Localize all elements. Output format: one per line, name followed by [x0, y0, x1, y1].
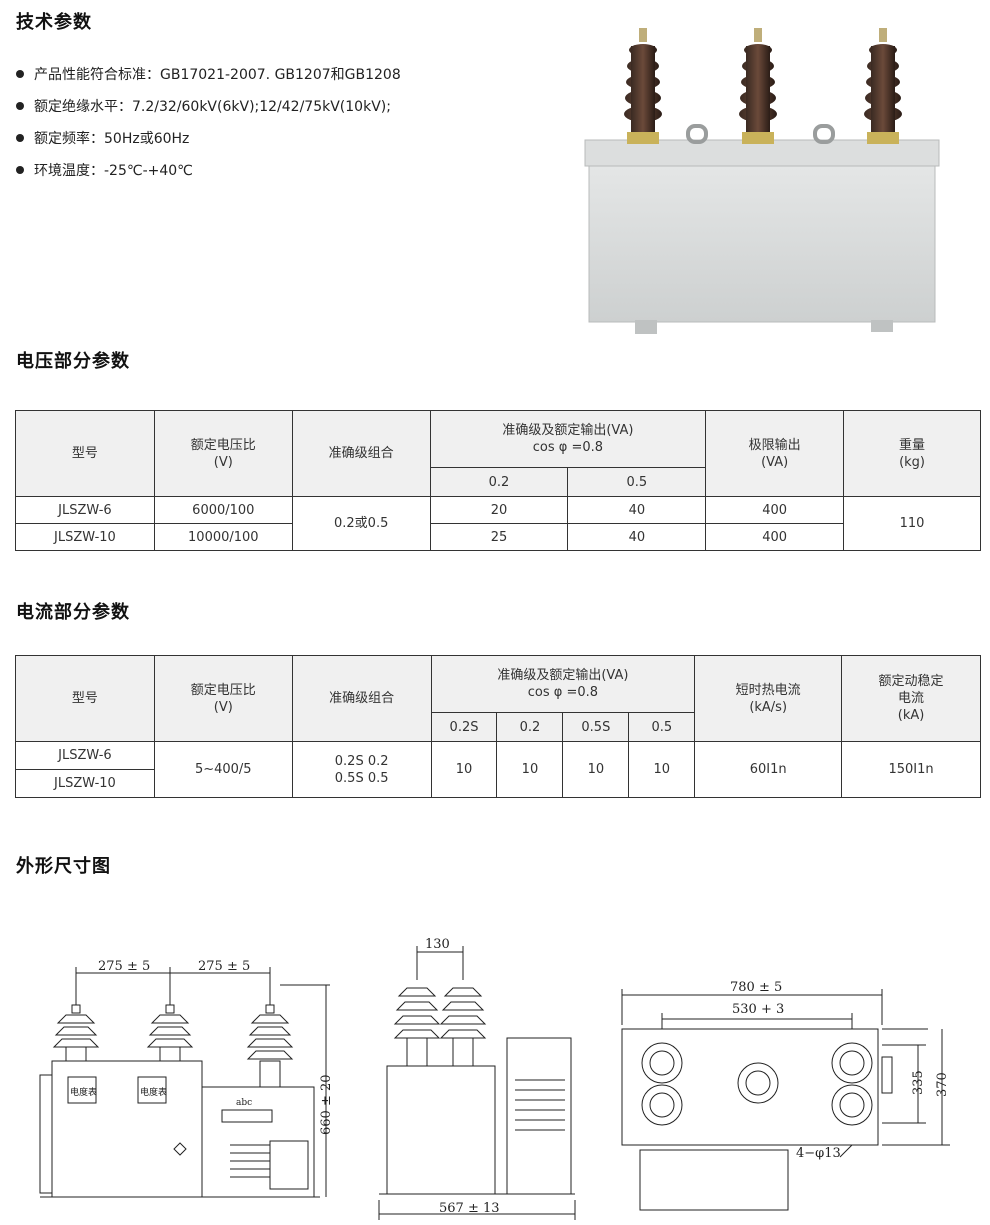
cell-val: 10 — [496, 741, 564, 798]
dim-275-left: 275 ± 5 — [98, 959, 150, 974]
sub-0-2s: 0.2S — [430, 712, 498, 742]
table-row: JLSZW-6 6000/100 0.2或0.5 20 40 400 110 — [15, 496, 981, 551]
tech-list: 产品性能符合标准：GB17021-2007. GB1207和GB1208 额定绝… — [16, 58, 401, 186]
dim-660: 660 ± 20 — [319, 1074, 334, 1135]
cell-model: JLSZW-6 — [15, 741, 155, 770]
cell-val: 10 — [628, 741, 696, 798]
cell-class: 0.2或0.5 — [291, 496, 431, 551]
col-dynamic-current: 额定动稳定电流(kA) — [841, 655, 981, 742]
cell-model: JLSZW-10 — [15, 523, 155, 551]
cell-model: JLSZW-10 — [15, 769, 155, 798]
col-limit: 极限输出(VA) — [705, 410, 845, 497]
sub-0-5s: 0.5S — [562, 712, 630, 742]
current-table: 型号 额定电压比(V) 准确级组合 准确级及额定输出(VA)cos φ =0.8… — [15, 655, 981, 798]
col-model: 型号 — [15, 655, 155, 742]
dim-780: 780 ± 5 — [730, 980, 782, 995]
product-photo — [584, 28, 940, 334]
col-model: 型号 — [15, 410, 155, 497]
col-class: 准确级组合 — [291, 410, 431, 497]
cell-weight: 110 — [843, 496, 981, 551]
abc-label: abc — [236, 1098, 252, 1108]
meter-label-2: 电度表 — [140, 1086, 167, 1098]
cell-limit: 400 — [705, 496, 845, 524]
sub-0-2: 0.2 — [496, 712, 564, 742]
col-ratio: 额定电压比(V) — [153, 410, 293, 497]
col-weight: 重量(kg) — [843, 410, 981, 497]
voltage-heading: 电压部分参数 — [16, 351, 130, 372]
tech-item: 额定频率：50Hz或60Hz — [16, 122, 401, 154]
cell-dynamic-current: 150I1n — [841, 741, 981, 798]
dim-275-right: 275 ± 5 — [198, 959, 250, 974]
voltage-table: 型号 额定电压比(V) 准确级组合 准确级及额定输出(VA)cos φ =0.8… — [15, 410, 981, 551]
dim-335: 335 — [911, 1070, 926, 1095]
col-ratio: 额定电压比(V) — [153, 655, 293, 742]
dim-530: 530 + 3 — [732, 1002, 784, 1017]
dims-heading: 外形尺寸图 — [16, 856, 111, 877]
col-accuracy: 准确级及额定输出(VA)cos φ =0.8 — [430, 655, 696, 713]
dim-370: 370 — [935, 1072, 950, 1097]
cell-short-current: 60I1n — [694, 741, 843, 798]
side-view-drawing: 130 567 ± 13 — [378, 937, 576, 1220]
cell-val: 10 — [562, 741, 630, 798]
tech-item: 环境温度：-25℃-+40℃ — [16, 154, 401, 186]
col-accuracy: 准确级及额定输出(VA)cos φ =0.8 — [429, 410, 707, 468]
bullet-icon — [16, 70, 24, 78]
table-row: JLSZW-10 10000/100 25 40 400 — [15, 523, 981, 551]
cell-v05: 40 — [567, 496, 707, 524]
dim-130: 130 — [425, 937, 450, 952]
cell-limit: 400 — [705, 523, 845, 551]
sub-0-5: 0.5 — [567, 467, 707, 497]
bullet-icon — [16, 102, 24, 110]
sub-0-5: 0.5 — [628, 712, 696, 742]
dim-holes: 4−φ13 — [796, 1146, 841, 1161]
cell-ratio: 10000/100 — [153, 523, 293, 551]
table-row: JLSZW-10 — [15, 769, 981, 798]
col-short-current: 短时热电流(kA/s) — [694, 655, 843, 742]
front-view-drawing: 275 ± 5 275 ± 5 电度表 电度表 abc 660 ± 20 — [39, 959, 334, 1198]
tech-item: 额定绝缘水平：7.2/32/60kV(6kV);12/42/75kV(10kV)… — [16, 90, 401, 122]
dim-567: 567 ± 13 — [439, 1201, 500, 1216]
cell-val: 10 — [430, 741, 498, 798]
cell-ratio: 6000/100 — [153, 496, 293, 524]
cell-v02: 25 — [429, 523, 569, 551]
cell-model: JLSZW-6 — [15, 496, 155, 524]
cell-ratio: 5~400/5 — [153, 741, 293, 798]
tech-heading: 技术参数 — [16, 12, 92, 33]
cell-v05: 40 — [567, 523, 707, 551]
meter-label-1: 电度表 — [70, 1086, 97, 1098]
sub-0-2: 0.2 — [429, 467, 569, 497]
current-heading: 电流部分参数 — [16, 602, 130, 623]
col-class: 准确级组合 — [291, 655, 432, 742]
top-view-drawing: 780 ± 5 530 + 3 335 370 4−φ13 — [621, 980, 950, 1211]
bullet-icon — [16, 166, 24, 174]
tech-item: 产品性能符合标准：GB17021-2007. GB1207和GB1208 — [16, 58, 401, 90]
bullet-icon — [16, 134, 24, 142]
cell-v02: 20 — [429, 496, 569, 524]
